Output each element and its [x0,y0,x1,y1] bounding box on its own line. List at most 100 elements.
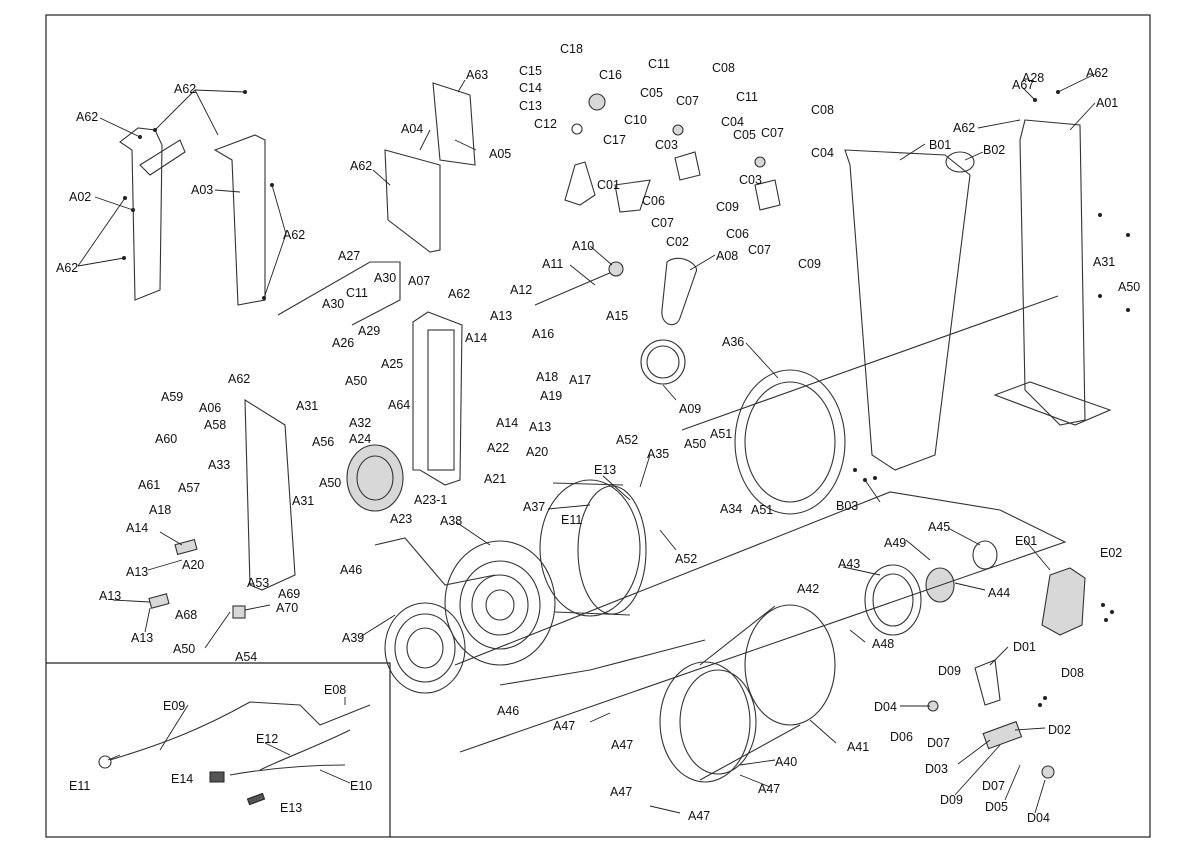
board-e13 [246,792,266,806]
panel-a04-shape [384,149,441,253]
fan-wheel-a40 [659,661,751,783]
label-a24: A24 [349,432,371,446]
bearing-c05-a [672,124,684,136]
pulley-a09 [640,339,686,385]
fan-housing-a38-ring2 [471,574,529,636]
label-a67: A67 [1012,78,1034,92]
label-e11: E11 [69,779,90,793]
label-d08: D08 [1061,666,1084,680]
fan-housing-a38 [444,540,556,666]
drum-a41-bottom [699,724,801,781]
label-a48: A48 [872,637,894,651]
label-d04: D04 [874,700,897,714]
label-c07: C07 [761,126,784,140]
label-a62: A62 [56,261,78,275]
shroud-a37-top [552,482,624,486]
label-c12: C12 [534,117,557,131]
label-c03: C03 [739,173,762,187]
label-a47: A47 [553,719,575,733]
label-a30: A30 [374,271,396,285]
label-a49: A49 [884,536,906,550]
label-a04: A04 [401,122,423,136]
sensor-e11 [98,755,112,769]
label-a47: A47 [610,785,632,799]
main-axis-line [681,295,1059,431]
label-e02: E02 [1100,546,1122,560]
label-a45: A45 [928,520,950,534]
label-a50: A50 [173,642,195,656]
label-a68: A68 [175,608,197,622]
label-a14: A14 [465,331,487,345]
guide-lines-a46 [499,639,706,686]
label-a40: A40 [775,755,797,769]
label-c09: C09 [716,200,739,214]
label-a69: A69 [278,587,300,601]
label-a63: A63 [466,68,488,82]
label-a62: A62 [448,287,470,301]
fan-housing-a38-grill [459,560,541,650]
label-a31: A31 [1093,255,1115,269]
label-a31: A31 [296,399,318,413]
label-a50: A50 [684,437,706,451]
label-c10: C10 [624,113,647,127]
shroud-a37-back [577,485,647,615]
label-a26: A26 [332,336,354,350]
label-c13: C13 [519,99,542,113]
label-a46: A46 [340,563,362,577]
ring-a43 [864,564,922,636]
label-a59: A59 [161,390,183,404]
label-a60: A60 [155,432,177,446]
label-a17: A17 [569,373,591,387]
bracket-c03-b [754,179,781,211]
shroud-a37-front [539,479,641,617]
label-a70: A70 [276,601,298,615]
label-b02: B02 [983,143,1005,157]
harness-e10 [229,764,346,776]
label-a42: A42 [797,582,819,596]
label-a18: A18 [536,370,558,384]
label-c16: C16 [599,68,622,82]
cap-d04 [1041,765,1055,779]
label-a56: A56 [312,435,334,449]
label-d02: D02 [1048,723,1071,737]
label-a47: A47 [758,782,780,796]
leader-lines [77,73,1096,814]
bracket-c03-a [674,151,701,181]
handle-cap-b02 [945,151,975,173]
side-plate-a06 [244,398,296,591]
panel-a03-shape [213,134,266,306]
frame-a07-inner [427,329,455,471]
label-a43: A43 [838,557,860,571]
rear-upright-a01 [1019,119,1086,426]
label-a37: A37 [523,500,545,514]
label-a64: A64 [388,398,410,412]
label-e12: E12 [256,732,278,746]
label-c06: C06 [726,227,749,241]
label-d03: D03 [925,762,948,776]
label-c15: C15 [519,64,542,78]
label-a29: A29 [358,324,380,338]
label-c02: C02 [666,235,689,249]
axle-d02 [982,720,1023,750]
guide-lines-a46-left [374,537,496,586]
bearing-c05-b [754,156,766,168]
label-a36: A36 [722,335,744,349]
panel-a02-shape [119,127,163,301]
label-a53: A53 [247,576,269,590]
label-d07: D07 [982,779,1005,793]
a27-outline [277,261,401,326]
label-c14: C14 [519,81,542,95]
label-c07: C07 [651,216,674,230]
label-d01: D01 [1013,640,1036,654]
label-a44: A44 [988,586,1010,600]
label-a31: A31 [292,494,314,508]
label-e11: E11 [561,513,582,527]
label-c09: C09 [798,257,821,271]
harness-e12 [259,729,351,771]
part-shapes [98,82,1112,806]
label-c08: C08 [712,61,735,75]
grill-a39-ring2 [406,627,444,669]
sensor-a54 [232,605,246,619]
fan-wheel-a40-inner [679,669,757,775]
label-a50: A50 [1118,280,1140,294]
